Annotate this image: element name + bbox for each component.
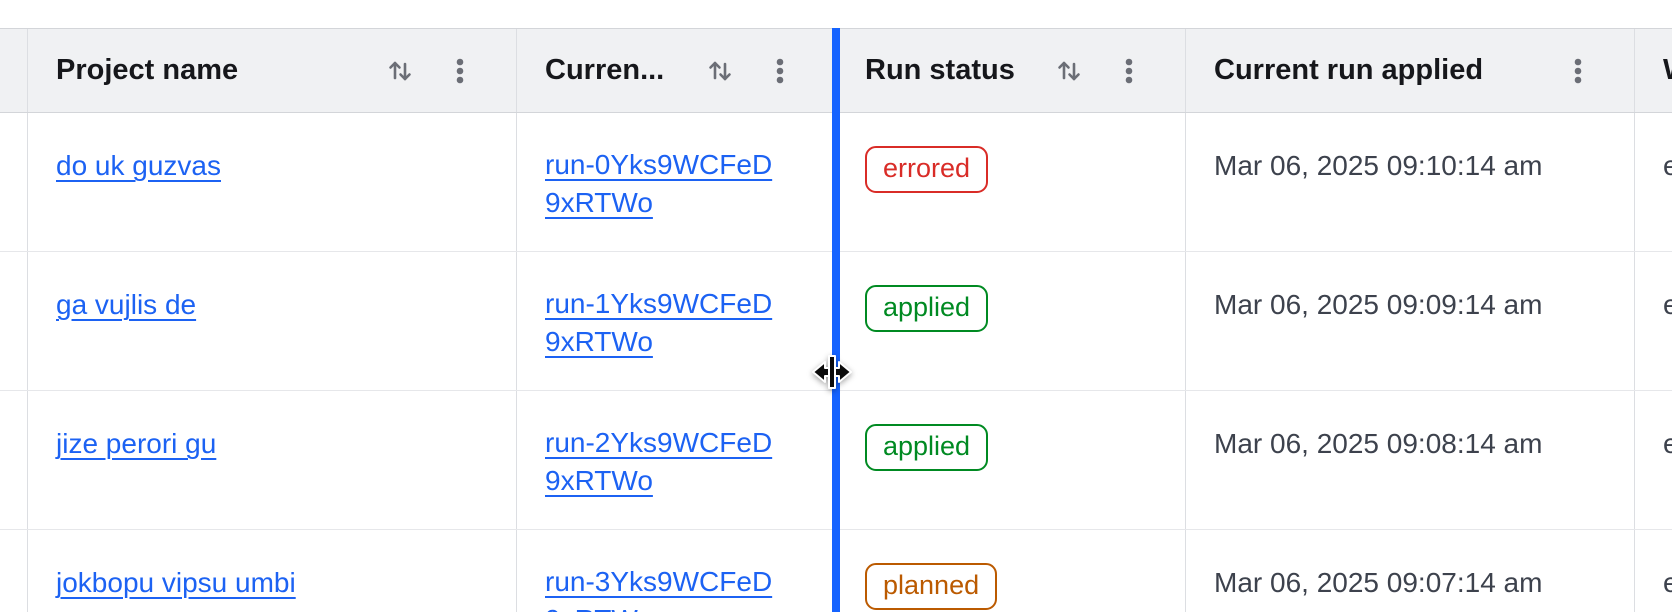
current-run-applied-cell: Mar 06, 2025 09:07:14 am [1186, 530, 1635, 612]
sort-icon[interactable] [1055, 56, 1083, 86]
row-stub-cell [0, 391, 28, 529]
run-applied-timestamp: Mar 06, 2025 09:09:14 am [1214, 289, 1543, 320]
run-applied-timestamp: Mar 06, 2025 09:08:14 am [1214, 428, 1543, 459]
column-header-current-run-applied[interactable]: Current run applied [1186, 29, 1635, 112]
sort-icon[interactable] [706, 56, 734, 86]
clipped-cell-text: e [1663, 567, 1672, 598]
clipped-cell: e [1635, 391, 1672, 529]
column-header-clipped[interactable]: W [1635, 29, 1672, 112]
kebab-menu-icon[interactable] [448, 56, 472, 86]
row-stub-cell [0, 113, 28, 251]
column-resize-indicator-line[interactable] [832, 28, 840, 612]
run-status-cell: applied [837, 252, 1186, 390]
status-badge: applied [865, 285, 989, 332]
column-header-current-run[interactable]: Curren... [517, 29, 837, 112]
project-link[interactable]: jokbopu vipsu umbi [56, 567, 296, 598]
clipped-cell: e [1635, 530, 1672, 612]
sort-icon[interactable] [386, 56, 414, 86]
current-run-applied-cell: Mar 06, 2025 09:08:14 am [1186, 391, 1635, 529]
kebab-menu-icon[interactable] [768, 56, 792, 86]
kebab-menu-icon[interactable] [1117, 56, 1141, 86]
column-label: Current run applied [1214, 54, 1484, 86]
current-run-applied-cell: Mar 06, 2025 09:10:14 am [1186, 113, 1635, 251]
column-label: Curren... [545, 54, 665, 86]
current-run-cell: run-3Yks9WCFeD9xRTWo [517, 530, 837, 612]
current-run-applied-cell: Mar 06, 2025 09:09:14 am [1186, 252, 1635, 390]
clipped-cell-text: e [1663, 428, 1672, 459]
run-applied-timestamp: Mar 06, 2025 09:10:14 am [1214, 150, 1543, 181]
project-name-cell: jokbopu vipsu umbi [28, 530, 517, 612]
run-link[interactable]: run-3Yks9WCFeD9xRTWo [545, 566, 773, 612]
project-link[interactable]: jize perori gu [56, 428, 217, 459]
column-header-project-name[interactable]: Project name [28, 29, 517, 112]
project-link[interactable]: ga vujlis de [56, 289, 197, 320]
clipped-cell: e [1635, 252, 1672, 390]
project-link[interactable]: do uk guzvas [56, 150, 221, 181]
column-label: Project name [56, 54, 239, 86]
project-name-cell: jize perori gu [28, 391, 517, 529]
row-stub-cell [0, 530, 28, 612]
clipped-cell-text: e [1663, 289, 1672, 320]
run-status-cell: planned [837, 530, 1186, 612]
row-stub-cell [0, 252, 28, 390]
kebab-menu-icon[interactable] [1566, 56, 1590, 86]
clipped-cell: e [1635, 113, 1672, 251]
run-applied-timestamp: Mar 06, 2025 09:07:14 am [1214, 567, 1543, 598]
clipped-cell-text: e [1663, 150, 1672, 181]
project-name-cell: ga vujlis de [28, 252, 517, 390]
status-badge: applied [865, 424, 989, 471]
column-header-run-status[interactable]: Run status [837, 29, 1186, 112]
column-label: W [1663, 54, 1672, 87]
status-badge: errored [865, 146, 989, 193]
run-status-cell: errored [837, 113, 1186, 251]
column-label: Run status [865, 54, 1015, 86]
status-badge: planned [865, 563, 998, 610]
header-cell-stub [0, 29, 28, 112]
run-status-cell: applied [837, 391, 1186, 529]
project-name-cell: do uk guzvas [28, 113, 517, 251]
